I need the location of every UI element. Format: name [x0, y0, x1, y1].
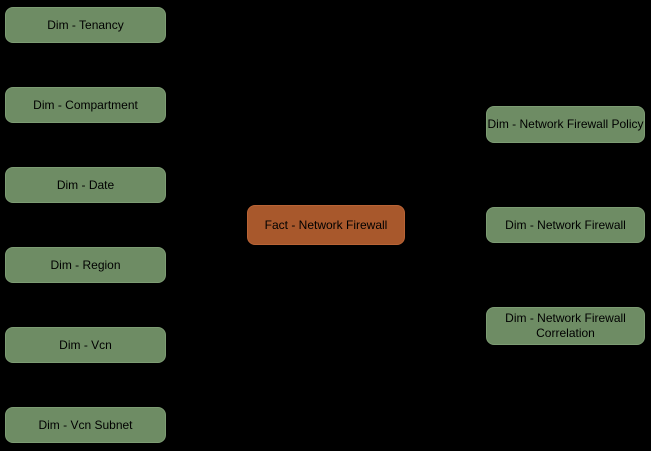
- dim-region-label: Dim - Region: [50, 257, 121, 272]
- dim-compartment-node[interactable]: Dim - Compartment: [5, 87, 166, 123]
- dim-region-node[interactable]: Dim - Region: [5, 247, 166, 283]
- dim-date-label: Dim - Date: [56, 177, 115, 192]
- dim-vcn-subnet-node[interactable]: Dim - Vcn Subnet: [5, 407, 166, 443]
- dim-vcn-label: Dim - Vcn: [59, 337, 112, 352]
- dim-network-firewall-policy-label: Dim - Network Firewall Policy: [487, 117, 644, 131]
- dim-network-firewall-policy-node[interactable]: Dim - Network Firewall Policy: [486, 106, 645, 143]
- dim-tenancy-label: Dim - Tenancy: [47, 17, 124, 32]
- dim-network-firewall-node[interactable]: Dim - Network Firewall: [486, 207, 645, 243]
- dim-date-node[interactable]: Dim - Date: [5, 167, 166, 203]
- dim-compartment-label: Dim - Compartment: [33, 97, 138, 112]
- dim-network-firewall-label: Dim - Network Firewall: [505, 217, 626, 232]
- fact-network-firewall-label: Fact - Network Firewall: [264, 217, 388, 232]
- dim-vcn-node[interactable]: Dim - Vcn: [5, 327, 166, 363]
- dim-vcn-subnet-label: Dim - Vcn Subnet: [38, 417, 133, 432]
- fact-network-firewall-node[interactable]: Fact - Network Firewall: [247, 205, 405, 245]
- dim-network-firewall-correlation-node[interactable]: Dim - Network Firewall Correlation: [486, 307, 645, 345]
- dim-tenancy-node[interactable]: Dim - Tenancy: [5, 7, 166, 43]
- dim-network-firewall-correlation-label: Dim - Network Firewall Correlation: [505, 311, 626, 340]
